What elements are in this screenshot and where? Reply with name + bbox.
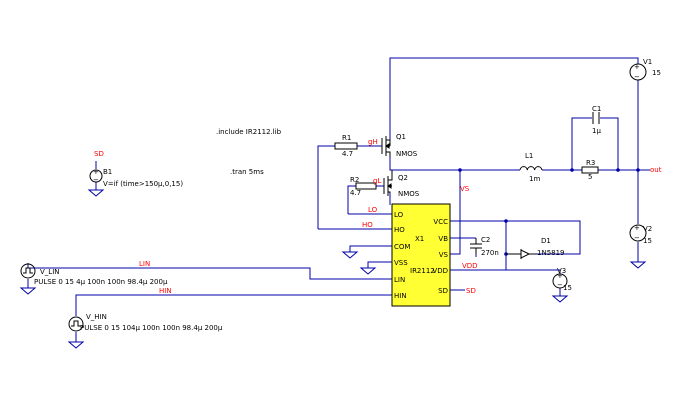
- v2-plus-icon: +: [634, 224, 640, 232]
- net-label-ho: HO: [362, 221, 373, 229]
- v2-value: 15: [643, 237, 652, 245]
- resistor-r2[interactable]: R2 4.7: [350, 176, 377, 197]
- v1-value: 15: [652, 69, 661, 77]
- q1-label: Q1: [396, 133, 406, 141]
- ground-symbols: [19, 189, 647, 349]
- v1-minus-icon: −: [634, 73, 640, 81]
- voltage-source-v2[interactable]: + − V2 15: [629, 224, 652, 245]
- c1-label: C1: [592, 105, 601, 113]
- net-label-sd-ic: SD: [466, 287, 476, 295]
- net-label-vdd: VDD: [462, 262, 478, 270]
- r1-label: R1: [342, 134, 351, 142]
- inductor-l1[interactable]: L1 1m: [519, 152, 543, 183]
- b1-label: B1: [103, 168, 112, 176]
- v-hin-value: PULSE 0 15 104µ 100n 100n 98.4µ 200µ: [80, 324, 223, 332]
- q1-model: NMOS: [396, 150, 418, 158]
- ic-pin-vs: VS: [439, 251, 449, 259]
- c2-label: C2: [481, 236, 490, 244]
- voltage-source-v1[interactable]: + − V1 15: [629, 58, 661, 81]
- r1-value: 4.7: [342, 150, 353, 158]
- ic-pin-lo: LO: [394, 211, 404, 219]
- v2-label: V2: [643, 225, 652, 233]
- v3-minus-icon: −: [557, 281, 563, 289]
- tran-directive: .tran 5ms: [230, 168, 264, 176]
- capacitor-c2[interactable]: C2 270n: [470, 236, 499, 257]
- net-label-vs: VS: [460, 185, 470, 193]
- b1-plus-icon: +: [93, 168, 99, 176]
- r3-label: R3: [586, 159, 595, 167]
- net-label-out: out: [650, 166, 662, 174]
- ic-model: IR2112: [410, 267, 435, 275]
- v3-plus-icon: +: [557, 272, 563, 280]
- net-label-lin: LIN: [139, 260, 150, 268]
- capacitor-c1[interactable]: C1 1µ: [592, 105, 601, 135]
- c1-value: 1µ: [592, 127, 601, 135]
- mosfet-q2[interactable]: Q2 NMOS: [383, 170, 420, 198]
- r3-value: 5: [588, 173, 592, 181]
- v1-label: V1: [643, 58, 652, 66]
- ic-pin-hin: HIN: [394, 292, 407, 300]
- resistor-r1[interactable]: R1 4.7: [334, 134, 358, 158]
- ic-pin-sd: SD: [438, 287, 448, 295]
- c2-value: 270n: [481, 249, 499, 257]
- v3-value: 15: [563, 284, 572, 292]
- v-lin-label: V_LIN: [40, 268, 60, 276]
- resistor-r3[interactable]: R3 5: [581, 159, 599, 181]
- voltage-source-v3[interactable]: + − V3 15: [552, 267, 572, 292]
- wires: [27, 57, 650, 342]
- b1-expr: V=if (time>150µ,0,15): [103, 180, 183, 188]
- net-label-lo: LO: [368, 206, 378, 214]
- ic-ir2112[interactable]: LO HO COM VSS LIN HIN VCC VB VS VDD SD X…: [391, 203, 451, 307]
- l1-value: 1m: [529, 175, 540, 183]
- v-hin-label: V_HIN: [86, 313, 107, 321]
- v2-minus-icon: −: [634, 234, 640, 242]
- l1-label: L1: [525, 152, 533, 160]
- net-label-gh: gH: [368, 138, 378, 146]
- pulse-source-v-hin[interactable]: V_HIN PULSE 0 15 104µ 100n 100n 98.4µ 20…: [68, 313, 223, 332]
- ic-pin-vcc: VCC: [433, 218, 448, 226]
- r2-value: 4.7: [350, 189, 361, 197]
- r2-label: R2: [350, 176, 359, 184]
- net-label-hin: HIN: [159, 287, 172, 295]
- diode-d1[interactable]: D1 1N5819: [506, 237, 565, 259]
- d1-label: D1: [541, 237, 551, 245]
- v3-label: V3: [557, 267, 566, 275]
- d1-model: 1N5819: [537, 249, 565, 257]
- v-lin-value: PULSE 0 15 4µ 100n 100n 98.4µ 200µ: [34, 278, 168, 286]
- ic-pin-ho: HO: [394, 226, 405, 234]
- ic-pin-vss: VSS: [394, 259, 408, 267]
- v1-plus-icon: +: [634, 63, 640, 71]
- behavioral-source-b1[interactable]: + − B1 V=if (time>150µ,0,15): [89, 168, 183, 188]
- mosfet-q1[interactable]: Q1 NMOS: [381, 133, 418, 158]
- pulse-source-v-lin[interactable]: V_LIN PULSE 0 15 4µ 100n 100n 98.4µ 200µ: [20, 263, 168, 286]
- ic-pin-com: COM: [394, 243, 410, 251]
- q2-label: Q2: [398, 174, 408, 182]
- q2-model: NMOS: [398, 190, 420, 198]
- net-labels: SD gH gL LO HO VS VDD SD LIN HIN out: [94, 138, 662, 295]
- net-label-gl: gL: [373, 177, 381, 185]
- ic-pin-vb: VB: [438, 235, 448, 243]
- ic-pin-lin: LIN: [394, 276, 405, 284]
- junctions: [458, 168, 640, 256]
- b1-minus-icon: −: [93, 176, 99, 184]
- net-label-sd-b1: SD: [94, 150, 104, 158]
- include-directive: .include IR2112.lib: [216, 128, 282, 136]
- ic-pin-vdd: VDD: [432, 267, 448, 275]
- ic-name: X1: [415, 235, 424, 243]
